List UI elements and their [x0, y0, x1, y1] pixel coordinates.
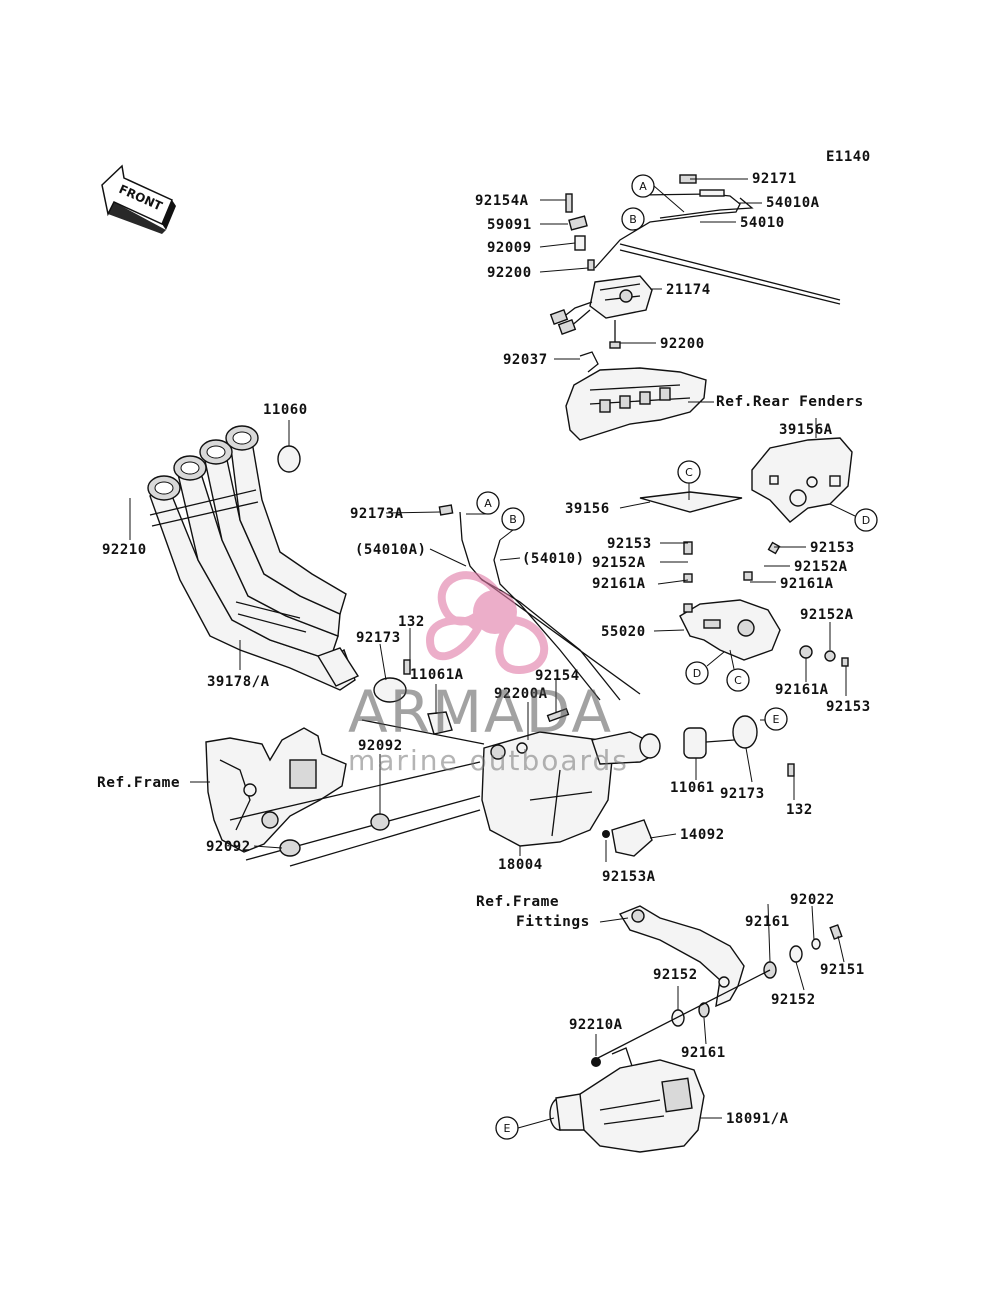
part-label-92210: 92210 [102, 542, 147, 558]
watermark-brand: ARMADA [348, 678, 613, 746]
part-label-59091: 59091 [487, 217, 532, 233]
part-label-92009: 92009 [487, 240, 532, 256]
callout-d-mid: D [685, 661, 709, 685]
part-label-92173-right: 92173 [720, 786, 765, 802]
part-label-14092: 14092 [680, 827, 725, 843]
callout-c-top: C [677, 460, 701, 484]
svg-text:C: C [685, 466, 693, 479]
callout-e-mid: E [764, 707, 788, 731]
callout-d-top: D [854, 508, 878, 532]
part-label-54010a: 54010A [766, 195, 820, 211]
part-label-92152a-left: 92152A [592, 555, 646, 571]
watermark-tagline: marine outboards [348, 744, 629, 777]
armada-watermark: ARMADA marine outboards [348, 571, 629, 777]
part-label-92173a: 92173A [350, 506, 404, 522]
callout-b-top: B [621, 207, 645, 231]
part-label-92161a-right: 92161A [780, 576, 834, 592]
part-label-18004: 18004 [498, 857, 543, 873]
part-label-92153-right: 92153 [810, 540, 855, 556]
part-label-11061a: 11061A [410, 667, 464, 683]
part-label-39156: 39156 [565, 501, 610, 517]
part-label-92161a-far: 92161A [775, 682, 829, 698]
part-label-92154a: 92154A [475, 193, 529, 209]
part-label-92151: 92151 [820, 962, 865, 978]
part-label-92161a-left: 92161A [592, 576, 646, 592]
bracket-drawing [679, 541, 849, 667]
part-label-55020: 55020 [601, 624, 646, 640]
part-label-132-right: 132 [786, 802, 813, 818]
part-label-92153-left: 92153 [607, 536, 652, 552]
part-label-92153-far: 92153 [826, 699, 871, 715]
exhaust-header-drawing [147, 425, 360, 691]
part-label-92037: 92037 [503, 352, 548, 368]
callout-a-top: A [631, 174, 655, 198]
svg-text:A: A [639, 180, 647, 193]
heat-guard-a-drawing [751, 437, 853, 523]
propeller-logo-icon [425, 571, 549, 674]
part-label-92152a-far: 92152A [800, 607, 854, 623]
part-label-132-left: 132 [398, 614, 425, 630]
muffler-drawing [549, 1047, 705, 1153]
svg-text:E: E [773, 713, 780, 726]
ref-label-frame-left: Ref.Frame [97, 775, 180, 791]
gasket-drawing [277, 445, 301, 473]
callout-connectors [466, 185, 856, 670]
part-label-92171: 92171 [752, 171, 797, 187]
heat-guard-drawing [639, 491, 743, 513]
svg-text:E: E [504, 1122, 511, 1135]
part-label-21174: 21174 [666, 282, 711, 298]
part-label-54010-ref: (54010) [522, 551, 585, 567]
part-label-92154: 92154 [535, 668, 580, 684]
svg-text:B: B [629, 213, 637, 226]
part-label-92200-mid: 92200 [660, 336, 705, 352]
part-label-54010: 54010 [740, 215, 785, 231]
part-label-18091-a: 18091/A [726, 1111, 789, 1127]
figure-code: E1140 [826, 149, 871, 165]
svg-text:B: B [509, 513, 517, 526]
callout-a-mid: A [476, 491, 500, 515]
part-label-11060: 11060 [263, 402, 308, 418]
part-label-54010a-ref: (54010A) [355, 542, 426, 558]
svg-text:D: D [862, 514, 870, 527]
clamp-drawing [361, 659, 485, 745]
exhaust-valve-actuator-drawing [549, 174, 841, 441]
ref-label-fittings: Fittings [516, 914, 590, 930]
connector-tube-drawing [683, 715, 795, 777]
front-arrow-icon: FRONT [101, 164, 176, 234]
part-label-92092-bottom: 92092 [206, 839, 251, 855]
ref-label-frame-bottom: Ref.Frame [476, 894, 559, 910]
part-label-92152-right: 92152 [771, 992, 816, 1008]
exhaust-chamber-drawing [481, 707, 661, 857]
leader-lines [129, 178, 847, 1129]
part-label-39156a: 39156A [779, 422, 833, 438]
part-label-39178-a: 39178/A [207, 674, 270, 690]
part-label-92200a: 92200A [494, 686, 548, 702]
part-label-92152a-right: 92152A [794, 559, 848, 575]
callout-b-mid: B [501, 507, 525, 531]
part-label-92092-mid: 92092 [358, 738, 403, 754]
part-label-92173-left: 92173 [356, 630, 401, 646]
part-label-92152-left: 92152 [653, 967, 698, 983]
svg-text:C: C [734, 674, 742, 687]
callout-e-bottom: E [495, 1116, 519, 1140]
part-label-92161-lower: 92161 [681, 1045, 726, 1061]
callout-c-mid: C [726, 668, 750, 692]
frame-mount-drawing [205, 727, 481, 867]
part-label-92153a: 92153A [602, 869, 656, 885]
part-label-92161-upper: 92161 [745, 914, 790, 930]
part-label-11061: 11061 [670, 780, 715, 796]
part-label-92200-top: 92200 [487, 265, 532, 281]
svg-text:D: D [693, 667, 701, 680]
svg-text:A: A [484, 497, 492, 510]
part-label-92022: 92022 [790, 892, 835, 908]
part-label-92210a: 92210A [569, 1017, 623, 1033]
ref-label-rear-fenders: Ref.Rear Fenders [716, 394, 864, 410]
muffler-bracket-drawing [593, 905, 843, 1061]
